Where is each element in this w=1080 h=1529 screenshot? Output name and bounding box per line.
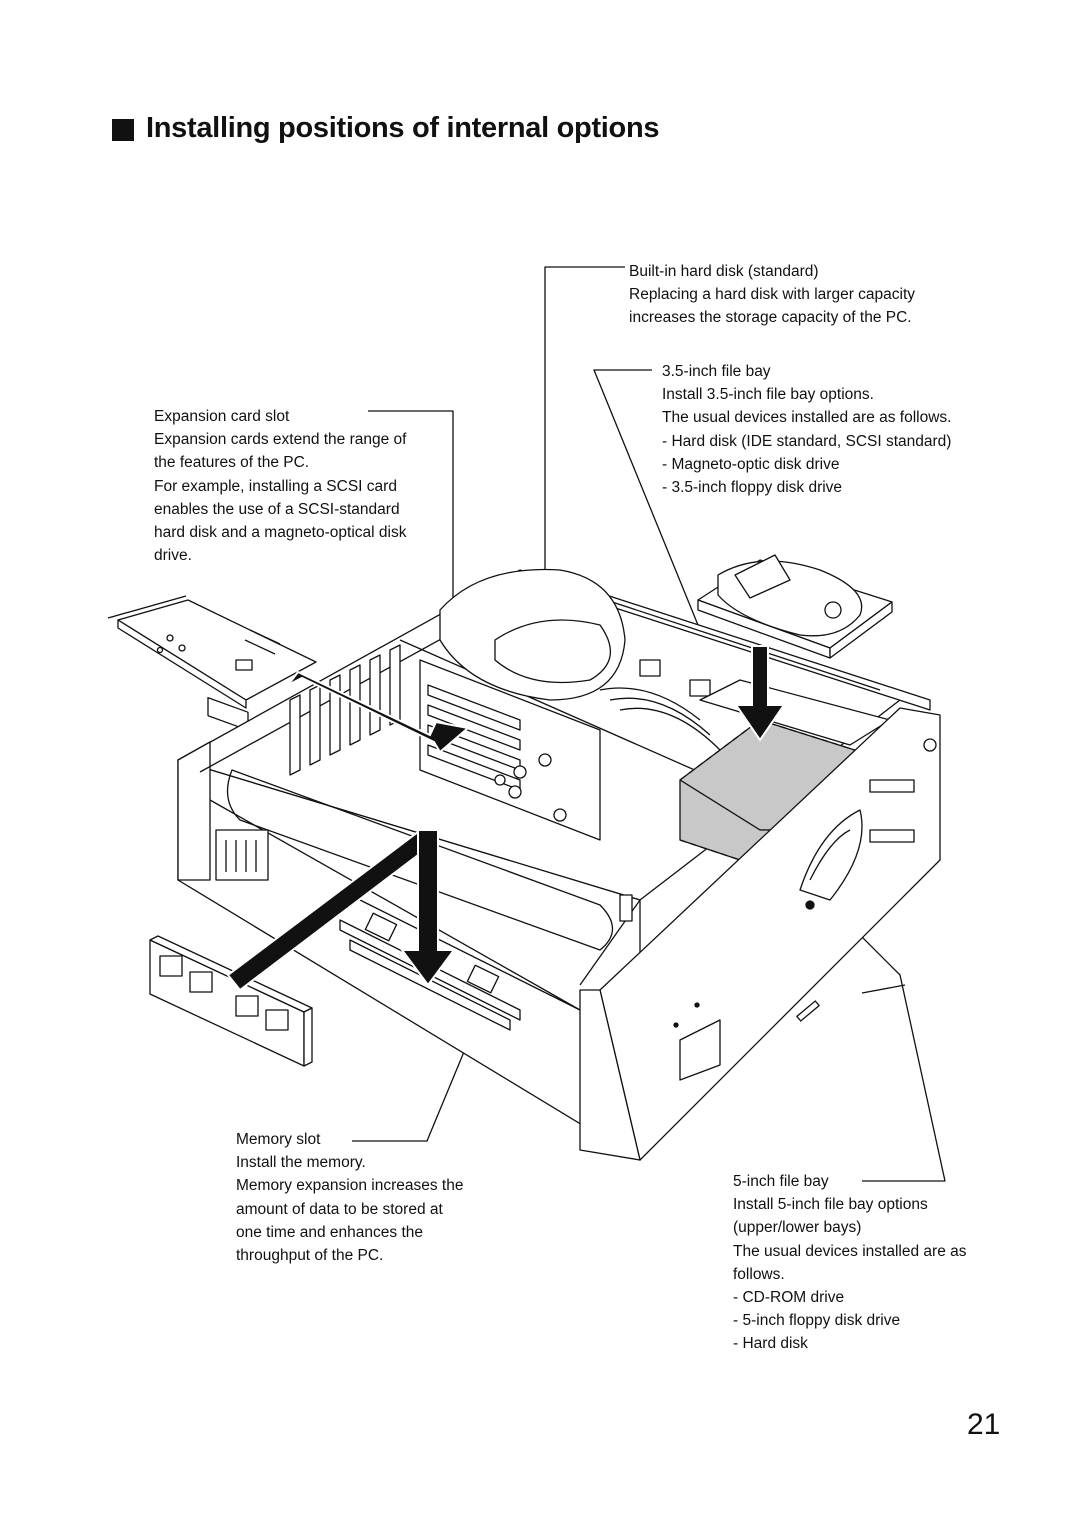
memory-line: Memory expansion increases the	[236, 1177, 464, 1195]
bay5-line: follows.	[733, 1265, 785, 1283]
arrow-to-bay35	[734, 645, 786, 742]
expansion-line: Expansion cards extend the range of	[154, 431, 407, 449]
hard-disk-line: Replacing a hard disk with larger capaci…	[629, 286, 916, 304]
arrow-to-memory-slot-vertical	[400, 829, 456, 987]
memory-callout: Memory slot Install the memory. Memory e…	[236, 1128, 463, 1267]
bay5-line: (upper/lower bays)	[733, 1219, 862, 1237]
list-item: Hard disk	[733, 1332, 967, 1355]
page-title: Installing positions of internal options	[146, 112, 660, 144]
page-number: 21	[967, 1408, 1001, 1441]
arrow-to-expansion-slot	[287, 670, 471, 754]
expansion-line: drive.	[154, 547, 192, 565]
page-heading: Installing positions of internal options	[112, 112, 660, 145]
expansion-title: Expansion card slot	[154, 408, 290, 425]
bay35-line: Install 3.5-inch file bay options.	[662, 386, 874, 404]
hard-disk-title: Built-in hard disk (standard)	[629, 263, 819, 280]
bay35-callout: 3.5-inch file bay Install 3.5-inch file …	[662, 360, 951, 499]
memory-line: amount of data to be stored at	[236, 1200, 443, 1218]
bay5-line: The usual devices installed are as	[733, 1242, 967, 1260]
square-bullet-icon	[112, 118, 134, 141]
hard-disk-line: increases the storage capacity of the PC…	[629, 309, 912, 327]
hard-disk-option	[697, 554, 893, 659]
memory-line: one time and enhances the	[236, 1223, 423, 1241]
bay35-line: The usual devices installed are as follo…	[662, 409, 952, 427]
list-item: 3.5-inch floppy disk drive	[662, 476, 951, 499]
hard-disk-builtin	[439, 568, 626, 701]
hard-disk-callout: Built-in hard disk (standard) Replacing …	[629, 260, 915, 330]
bay35-title: 3.5-inch file bay	[662, 363, 771, 380]
expansion-line: hard disk and a magneto-optical disk	[154, 524, 407, 542]
memory-line: Install the memory.	[236, 1154, 366, 1172]
memory-title: Memory slot	[236, 1131, 321, 1148]
expansion-line: the features of the PC.	[154, 454, 310, 472]
bay5-callout: 5-inch file bay Install 5-inch file bay …	[733, 1170, 967, 1356]
power-cables	[599, 659, 721, 751]
list-item: Magneto-optic disk drive	[662, 453, 951, 476]
expansion-card	[107, 595, 317, 731]
expansion-callout: Expansion card slot Expansion cards exte…	[154, 405, 406, 567]
bay35-device-list: Hard disk (IDE standard, SCSI standard) …	[662, 430, 951, 500]
expansion-line: enables the use of a SCSI-standard	[154, 500, 400, 518]
bay5-device-list: CD-ROM drive 5-inch floppy disk drive Ha…	[733, 1286, 967, 1356]
bay5-line: Install 5-inch file bay options	[733, 1196, 928, 1214]
memory-module	[149, 935, 313, 1067]
bay5-title: 5-inch file bay	[733, 1173, 829, 1190]
list-item: 5-inch floppy disk drive	[733, 1309, 967, 1332]
memory-line: throughput of the PC.	[236, 1247, 384, 1265]
list-item: CD-ROM drive	[733, 1286, 967, 1309]
expansion-line: For example, installing a SCSI card	[154, 477, 397, 495]
slot-brackets	[289, 644, 401, 776]
install-arrows	[226, 645, 786, 992]
front-panel	[579, 707, 941, 1161]
list-item: Hard disk (IDE standard, SCSI standard)	[662, 430, 951, 453]
